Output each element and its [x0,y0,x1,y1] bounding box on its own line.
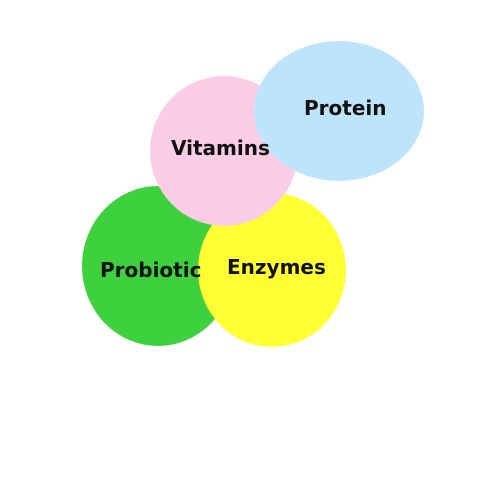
enzymes-circle [198,193,346,347]
probiotic-circle [82,186,234,346]
probiotic-label: Probiotic [100,258,201,282]
protein-circle [254,41,424,181]
enzymes-label: Enzymes [227,255,326,279]
protein-label: Protein [304,96,386,120]
vitamins-label: Vitamins [171,136,270,160]
